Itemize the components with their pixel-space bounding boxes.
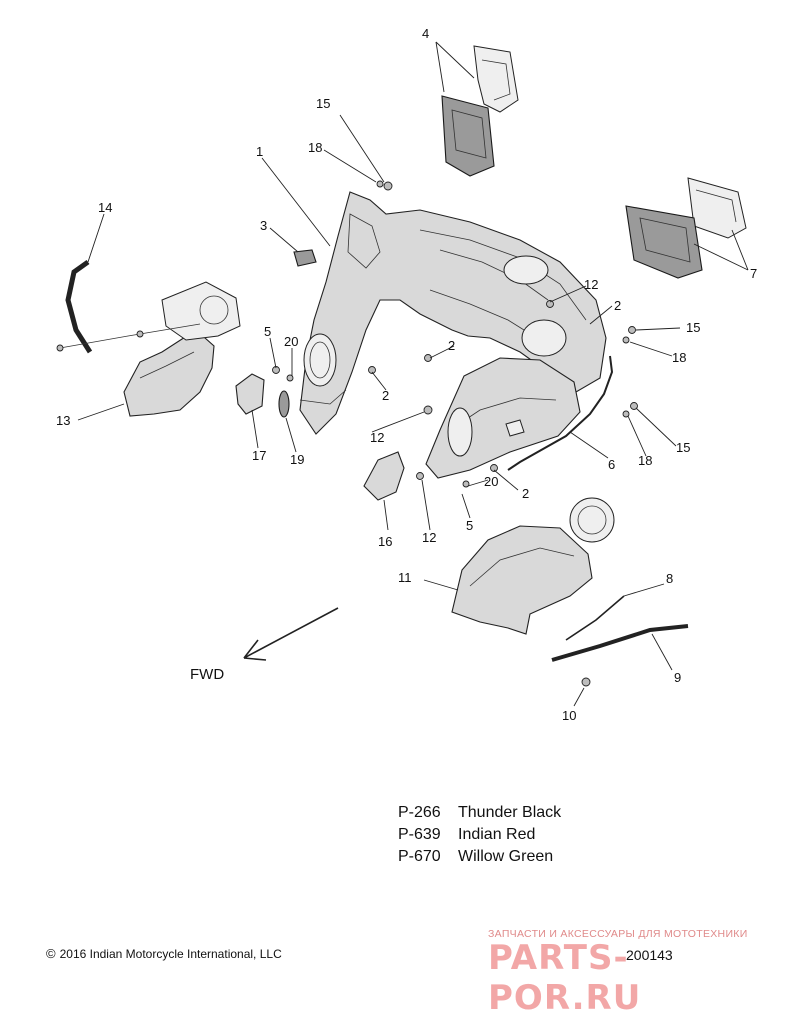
- paint-name: Indian Red: [458, 826, 536, 843]
- paint-code-row: P-670 Willow Green: [398, 846, 561, 868]
- callout-4: 4: [422, 26, 429, 41]
- callout-18: 18: [638, 453, 652, 468]
- callout-2: 2: [614, 298, 621, 313]
- callout-labels: 1 2 2 2 2 3 4 5 5 6 7 8 9 10 11 12 12 12…: [56, 26, 757, 723]
- part-3-clip: [293, 249, 317, 267]
- part-7-vent-door: [625, 177, 747, 279]
- copyright-text: 2016 Indian Motorcycle International, LL…: [59, 947, 282, 961]
- leader-lines: [77, 41, 749, 707]
- callout-11: 11: [398, 570, 412, 585]
- callout-12: 12: [584, 277, 598, 292]
- callout-13: 13: [56, 413, 70, 428]
- paint-code-list: P-266 Thunder Black P-639 Indian Red P-6…: [398, 802, 561, 868]
- callout-12: 12: [422, 530, 436, 545]
- fwd-label: FWD: [190, 666, 224, 683]
- copyright-notice: ©2016 Indian Motorcycle International, L…: [46, 946, 282, 961]
- part-13-speaker-housing: [59, 281, 241, 417]
- callout-19: 19: [290, 452, 304, 467]
- diagram-number: 200143: [626, 947, 673, 963]
- callout-20: 20: [284, 334, 298, 349]
- part-1-inner-fairing: [299, 191, 607, 435]
- paint-code-row: P-266 Thunder Black: [398, 802, 561, 824]
- part-16-bracket: [363, 451, 405, 501]
- paint-code-row: P-639 Indian Red: [398, 824, 561, 846]
- callout-7: 7: [750, 266, 757, 281]
- lower-inner-panel: [425, 357, 581, 479]
- part-4-vent-door: [441, 45, 519, 177]
- callout-5: 5: [264, 324, 271, 339]
- callout-18: 18: [672, 350, 686, 365]
- callout-14: 14: [98, 200, 112, 215]
- callout-9: 9: [674, 670, 681, 685]
- watermark: ЗАПЧАСТИ И АКСЕССУАРЫ ДЛЯ МОТОТЕХНИКИ PA…: [488, 928, 778, 1018]
- callout-16: 16: [378, 534, 392, 549]
- paint-code: P-670: [398, 848, 441, 865]
- callout-5: 5: [466, 518, 473, 533]
- callout-15: 15: [686, 320, 700, 335]
- callout-15: 15: [316, 96, 330, 111]
- callout-12: 12: [370, 430, 384, 445]
- callout-18: 18: [308, 140, 322, 155]
- part-8-stay: [565, 595, 625, 641]
- callout-6: 6: [608, 457, 615, 472]
- callout-3: 3: [260, 218, 267, 233]
- paint-code: P-266: [398, 804, 441, 821]
- forward-direction-arrow: [243, 607, 339, 661]
- part-6-trim-strip: [507, 355, 614, 471]
- part-11-speaker-housing: [451, 497, 615, 635]
- part-14-rod: [65, 259, 93, 354]
- paint-name: Thunder Black: [458, 804, 562, 821]
- copyright-symbol: ©: [46, 946, 56, 961]
- part-9-stay: [551, 624, 689, 662]
- callout-1: 1: [256, 144, 263, 159]
- callout-20: 20: [484, 474, 498, 489]
- callout-2: 2: [382, 388, 389, 403]
- callout-8: 8: [666, 571, 673, 586]
- paint-name: Willow Green: [458, 848, 554, 865]
- watermark-brand: PARTS-POR.RU: [488, 938, 642, 1018]
- part-19-grommet: [278, 390, 290, 418]
- callout-2: 2: [522, 486, 529, 501]
- callout-15: 15: [676, 440, 690, 455]
- part-17-bracket: [235, 373, 265, 415]
- paint-code: P-639: [398, 826, 441, 843]
- callout-10: 10: [562, 708, 576, 723]
- callout-2: 2: [448, 338, 455, 353]
- fasteners: [56, 180, 638, 687]
- watermark-tagline: ЗАПЧАСТИ И АКСЕССУАРЫ ДЛЯ МОТОТЕХНИКИ: [488, 928, 748, 940]
- callout-17: 17: [252, 448, 266, 463]
